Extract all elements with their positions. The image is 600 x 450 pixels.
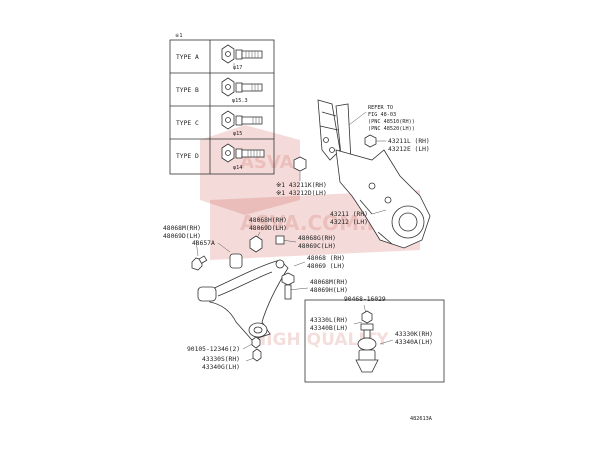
front-bushing-icon bbox=[197, 286, 217, 302]
bushing-48657a-icon bbox=[229, 253, 243, 269]
label-43330l: 43330L(RH) bbox=[310, 317, 348, 324]
type-a-diameter: φ17 bbox=[233, 65, 242, 71]
label-48068g: 48068G(RH) bbox=[298, 235, 336, 242]
refer-line-3: (PNC 48510(RH)) bbox=[368, 119, 415, 125]
bolt-type-d-icon bbox=[221, 143, 265, 163]
nut-43330l-icon bbox=[360, 323, 374, 331]
label-90468: 90468-16029 bbox=[344, 296, 386, 303]
type-b-diameter: φ15.3 bbox=[232, 98, 248, 104]
refer-block: REFER TO FIG 48-03 (PNC 48510(RH)) (PNC … bbox=[344, 105, 415, 132]
ball-joint-box-border bbox=[304, 299, 445, 383]
label-43211: 43211 (RH) bbox=[330, 211, 368, 218]
bolt-type-c-icon bbox=[221, 110, 263, 130]
type-d-label: TYPE D bbox=[176, 153, 199, 160]
nut-90468-icon bbox=[361, 310, 373, 324]
label-48069d-left: 48069D(LH) bbox=[163, 233, 201, 240]
lower-control-arm-drawing bbox=[197, 259, 289, 341]
ball-joint-43330k-icon bbox=[355, 329, 379, 373]
type-b-label: TYPE B bbox=[176, 87, 199, 94]
type-d-diameter: φ14 bbox=[233, 165, 242, 171]
label-48657a: 48657A bbox=[192, 240, 215, 247]
bolt-90105-icon bbox=[251, 336, 261, 349]
bolt-type-b-icon bbox=[221, 77, 263, 97]
label-48069c: 48069C(LH) bbox=[298, 243, 336, 250]
bolt-type-table: TYPE A TYPE B TYPE C TYPE D φ17 φ15.3 bbox=[169, 39, 275, 175]
rear-bushing-icon bbox=[248, 322, 268, 338]
label-43340b: 43340B(LH) bbox=[310, 325, 348, 332]
label-90105: 90105-12346(2) bbox=[187, 346, 240, 353]
type-c-diameter: φ15 bbox=[233, 131, 242, 137]
label-43330k: 43330K(RH) bbox=[395, 331, 433, 338]
label-43330s: 43330S(RH) bbox=[202, 356, 240, 363]
bolt-48068m-2-icon bbox=[281, 272, 295, 300]
nut-43330s-icon bbox=[252, 348, 262, 362]
bolt-48068m-icon bbox=[191, 255, 208, 271]
refer-line-4: (PNC 48520(LH)) bbox=[368, 126, 415, 132]
label-48069d: 48069D(LH) bbox=[249, 225, 287, 232]
nut-43211k-icon bbox=[293, 156, 307, 172]
refer-line-1: REFER TO bbox=[368, 105, 393, 111]
label-48069h: 48069H(LH) bbox=[310, 287, 348, 294]
label-43340a: 43340A(LH) bbox=[395, 339, 433, 346]
label-43340g: 43340G(LH) bbox=[202, 364, 240, 371]
label-48068m: 48068M(RH) bbox=[163, 225, 201, 232]
bolt-type-a-icon bbox=[221, 44, 263, 66]
type-c-label: TYPE C bbox=[176, 120, 199, 127]
label-48068h: 48068H(RH) bbox=[249, 217, 287, 224]
label-48068: 48068 (RH) bbox=[307, 255, 345, 262]
nut-48068h-icon bbox=[249, 235, 263, 253]
label-48068m-2: 48068M(RH) bbox=[310, 279, 348, 286]
table-header-mark: ※1 bbox=[175, 33, 182, 39]
label-43212d: ※1 43212D(LH) bbox=[276, 190, 327, 197]
label-43212: 43212 (LH) bbox=[330, 219, 368, 226]
washer-48068g-icon bbox=[275, 235, 285, 245]
nut-43211l-icon bbox=[364, 134, 377, 148]
refer-line-2: FIG 48-03 bbox=[368, 112, 396, 118]
watermark-slogan: HIGH QUALITY bbox=[252, 330, 389, 350]
label-43211k: ※1 43211K(RH) bbox=[276, 182, 327, 189]
steering-knuckle-drawing bbox=[335, 149, 431, 249]
table-border bbox=[169, 39, 275, 175]
figure-id: 482613A bbox=[410, 416, 433, 422]
type-a-label: TYPE A bbox=[176, 54, 199, 61]
label-43212e: 43212E (LH) bbox=[388, 146, 430, 153]
ball-joint-box: 90468-16029 43330L(RH) 43340B(LH) 43330K… bbox=[304, 296, 445, 383]
label-48069: 48069 (LH) bbox=[307, 263, 345, 270]
label-43211l: 43211L (RH) bbox=[388, 138, 430, 145]
